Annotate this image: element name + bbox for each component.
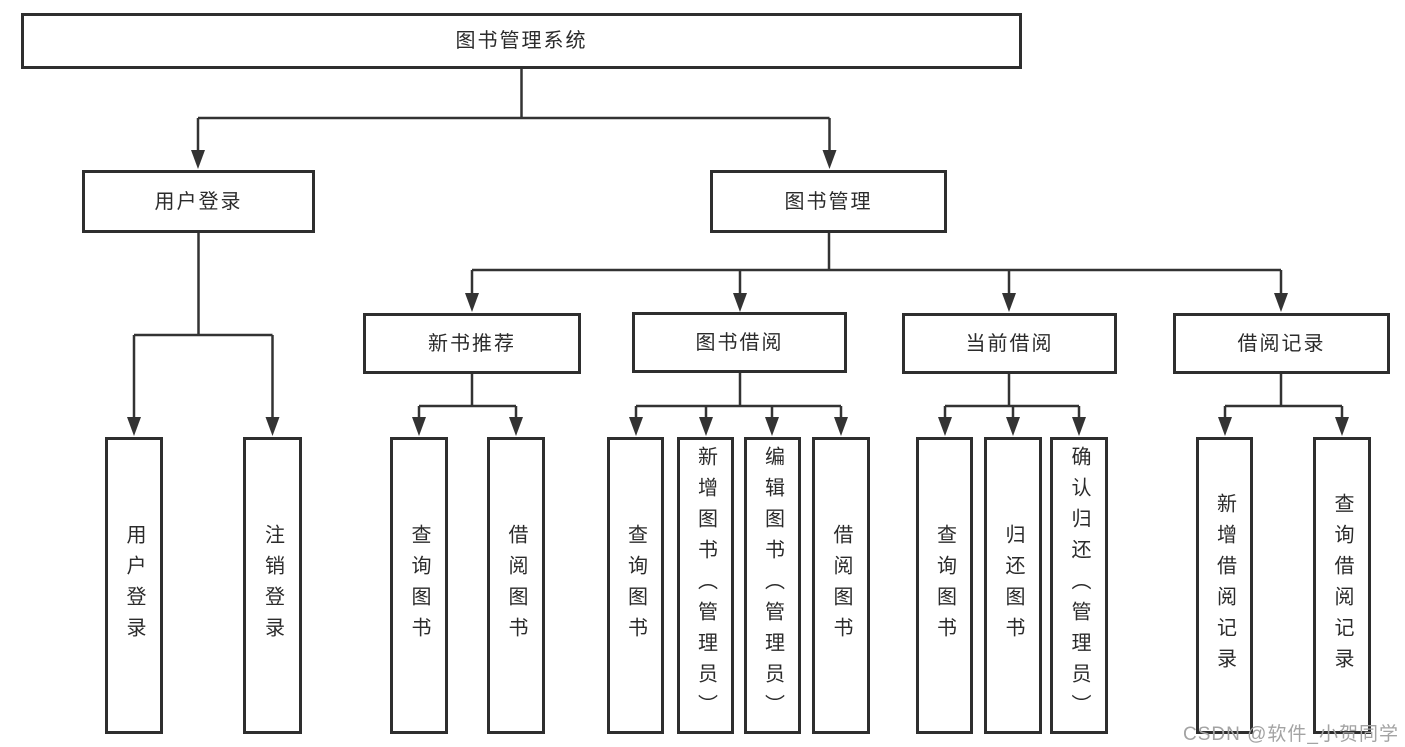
leaf-query-borrow-record: 查询借阅记录 [1313,437,1371,734]
arrow-down-icon [1072,417,1086,436]
arrow-down-icon [1006,417,1020,436]
node-label: 新增借阅记录 [1213,492,1236,679]
leaf-add-book-admin: 新增图书（管理员） [677,437,734,734]
leaf-query-books-recommend: 查询图书 [390,437,448,734]
leaf-borrow-books-recommend: 借阅图书 [487,437,545,734]
arrow-down-icon [1274,293,1288,312]
node-borrowing-records: 借阅记录 [1173,313,1390,374]
node-label: 借阅图书 [830,523,852,648]
node-label: 查询借阅记录 [1331,492,1353,679]
connector-book-management [470,233,1283,294]
leaf-add-borrow-record: 新增借阅记录 [1196,437,1253,734]
leaf-confirm-return-admin: 确认归还（管理员） [1050,437,1108,734]
connector-root [196,69,831,151]
arrow-down-icon [834,417,848,436]
arrow-down-icon [629,417,643,436]
node-library-management-system: 图书管理系统 [21,13,1022,69]
node-label: 图书管理 [784,190,873,213]
csdn-watermark: CSDN @软件_小贺同学 [1183,724,1399,745]
node-label: 用户登录 [123,523,145,648]
node-label: 查询图书 [624,523,647,648]
connector-book-borrow [634,373,843,418]
connector-current-borrow [943,374,1081,418]
leaf-user-login: 用户登录 [105,437,163,734]
node-label: 查询图书 [933,523,956,648]
node-label: 注销登录 [261,523,284,648]
node-book-management: 图书管理 [710,170,947,233]
node-new-book-recommendation: 新书推荐 [363,313,581,374]
node-label: 借阅记录 [1237,332,1326,355]
node-label: 当前借阅 [965,332,1054,355]
node-book-borrowing: 图书借阅 [632,312,847,373]
leaf-query-books-current: 查询图书 [916,437,973,734]
node-label: 借阅图书 [505,523,527,648]
arrow-down-icon [733,293,747,312]
arrow-down-icon [1002,293,1016,312]
connector-user-login [132,233,274,418]
node-label: 确认归还（管理员） [1068,446,1090,725]
arrow-down-icon [465,293,479,312]
arrow-down-icon [412,417,426,436]
arrow-down-icon [699,417,713,436]
node-label: 图书管理系统 [455,30,588,52]
node-label: 编辑图书（管理员） [761,446,784,725]
node-label: 查询图书 [408,523,430,648]
node-label: 归还图书 [1002,523,1024,648]
node-label: 用户登录 [154,190,243,213]
node-current-borrowing: 当前借阅 [902,313,1117,374]
leaf-edit-book-admin: 编辑图书（管理员） [744,437,801,734]
arrow-down-icon [127,417,141,436]
arrow-down-icon [191,150,205,169]
connector-borrow-record [1223,374,1344,418]
arrow-down-icon [765,417,779,436]
connector-new-book [417,374,518,418]
leaf-borrow-books: 借阅图书 [812,437,870,734]
leaf-return-books: 归还图书 [984,437,1042,734]
leaf-logout: 注销登录 [243,437,302,734]
arrow-down-icon [1335,417,1349,436]
node-label: 新书推荐 [428,332,516,355]
arrow-down-icon [265,417,280,436]
arrow-down-icon [822,150,837,169]
node-label: 图书借阅 [695,331,784,354]
leaf-query-books-borrow: 查询图书 [607,437,664,734]
arrow-down-icon [938,417,952,436]
arrow-down-icon [509,417,523,436]
node-label: 新增图书（管理员） [694,446,717,725]
arrowheads [127,150,1349,436]
node-user-login: 用户登录 [82,170,315,233]
arrow-down-icon [1218,417,1232,436]
